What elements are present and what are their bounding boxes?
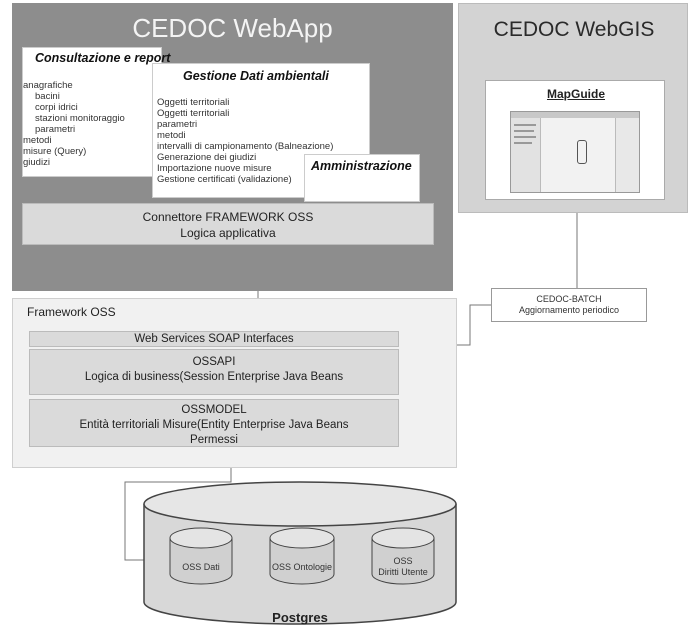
batch-subtitle: Aggiornamento periodico — [518, 305, 620, 315]
list-item: corpi idrici — [35, 102, 78, 113]
ossapi-desc-right: (Session Enterprise Java Beans — [179, 371, 344, 383]
list-item: stazioni monitoraggio — [35, 113, 125, 124]
ossmodel-desc: Entità territoriali Misure(Entity Enterp… — [30, 418, 398, 433]
amministrazione-title: Amministrazione — [311, 159, 412, 173]
oss-utente-line2: Diritti Utente — [378, 567, 428, 577]
list-item: Oggetti territoriali — [157, 108, 230, 119]
oss-utente-line1: OSS — [393, 556, 413, 566]
framework-panel: Framework OSS Web Services SOAP Interfac… — [12, 298, 457, 468]
webgis-panel: CEDOC WebGIS MapGuide — [458, 3, 688, 213]
list-item: Oggetti territoriali — [157, 97, 230, 108]
batch-title: CEDOC-BATCH — [536, 294, 602, 304]
consultazione-list: anagrafiche bacini corpi idrici stazioni… — [23, 80, 125, 168]
ossmodel-box: OSSMODEL Entità territoriali Misure(Enti… — [29, 399, 399, 447]
gestione-list: Oggetti territoriali Oggetti territorial… — [157, 97, 333, 185]
mapguide-label: MapGuide — [546, 87, 605, 101]
consultazione-box: Consultazione e report anagrafiche bacin… — [22, 47, 170, 177]
mapguide-box: MapGuide — [485, 80, 665, 200]
oss-utente-label: OSS Diritti Utente — [372, 556, 434, 578]
postgres-database: OSS Dati OSS Ontologie OSS Diritti Utent… — [140, 476, 460, 632]
framework-title: Framework OSS — [27, 305, 116, 319]
list-item: Gestione certificati (validazione) — [157, 174, 292, 185]
list-item: anagrafiche — [23, 80, 73, 91]
gestione-title: Gestione Dati ambientali — [183, 69, 329, 83]
list-item: parametri — [35, 124, 76, 135]
list-item: parametri — [157, 119, 198, 130]
connettore-title: Connettore FRAMEWORK OSS — [142, 210, 314, 224]
ossmodel-desc-right: (Entity Enterprise Java Beans — [197, 419, 349, 431]
list-item: metodi — [157, 130, 186, 141]
consultazione-title: Consultazione e report — [35, 51, 171, 65]
webapp-title: CEDOC WebApp — [132, 13, 333, 43]
ossmodel-desc-left: Entità territoriali Misure — [79, 419, 198, 431]
list-item: intervalli di campionamento (Balneazione… — [157, 141, 334, 152]
mapguide-screenshot-thumbnail — [510, 111, 640, 193]
gestione-box: Gestione Dati ambientali Oggetti territo… — [152, 63, 370, 198]
postgres-label: Postgres — [272, 610, 328, 625]
batch-box: CEDOC-BATCH Aggiornamento periodico — [491, 288, 647, 322]
web-services-box: Web Services SOAP Interfaces — [29, 331, 399, 347]
ossapi-desc-left: Logica di business — [84, 371, 180, 383]
oss-ontologie-label: OSS Ontologie — [271, 562, 333, 572]
oss-dati-label: OSS Dati — [182, 562, 220, 572]
framework-to-db-line — [124, 445, 232, 561]
list-item: Importazione nuove misure — [157, 163, 272, 174]
list-item: giudizi — [23, 157, 50, 168]
ossapi-title: OSSAPI — [192, 356, 236, 368]
webapp-panel: CEDOC WebApp Consultazione e report anag… — [12, 3, 453, 291]
list-item: bacini — [35, 91, 60, 102]
webgis-title: CEDOC WebGIS — [493, 18, 655, 41]
ossmodel-permessi: Permessi — [190, 434, 238, 446]
ossapi-box: OSSAPI Logica di business(Session Enterp… — [29, 349, 399, 395]
connettore-subtitle: Logica applicativa — [180, 226, 276, 240]
list-item: misure (Query) — [23, 146, 87, 157]
connettore-box: Connettore FRAMEWORK OSS Logica applicat… — [22, 203, 434, 245]
database-cylinder — [143, 481, 457, 625]
ossapi-desc: Logica di business(Session Enterprise Ja… — [30, 370, 398, 385]
amministrazione-box: Amministrazione — [304, 154, 420, 202]
list-item: metodi — [23, 135, 52, 146]
list-item: Generazione dei giudizi — [157, 152, 257, 163]
ossmodel-title: OSSMODEL — [181, 404, 247, 416]
